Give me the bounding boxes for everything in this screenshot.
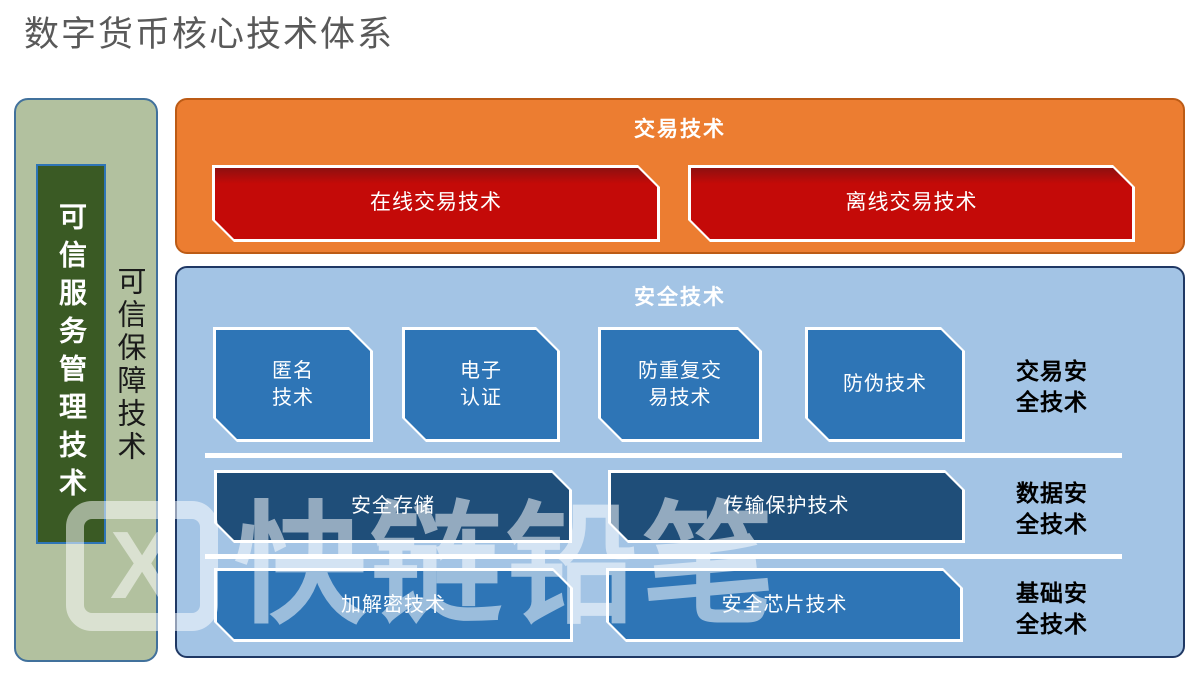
anti-counterfeit-shape: 防伪技术 [805,327,965,442]
divider-1 [205,453,1122,458]
transaction-tech-title: 交易技术 [634,118,726,141]
encryption-decryption-label: 加解密技术 [341,593,446,616]
offline-transaction-tech-shape: 离线交易技术 [688,165,1135,242]
anti-double-spend-shape: 防重复交 易技术 [598,327,762,442]
offline-transaction-tech-label: 离线交易技术 [845,191,978,215]
anonymity-tech-fill: 匿名 技术 [216,330,370,439]
divider-2 [205,554,1122,559]
secure-storage-shape: 安全存储 [214,470,572,543]
transmission-protection-label: 传输保护技术 [723,495,850,517]
secure-storage-fill: 安全存储 [217,473,569,540]
security-tech-panel: 安全技术 匿名 技术 电子 认证 防重复交 易技术 防伪技术 交易安 全技术 [175,266,1185,658]
data-security-label: 数据安 全技术 [1016,480,1088,538]
trusted-service-management-box: 可信服务管理技术 [36,164,106,544]
encryption-decryption-shape: 加解密技术 [214,568,573,642]
e-authentication-label: 电子 认证 [460,359,502,409]
secure-chip-fill: 安全芯片技术 [609,571,960,639]
e-authentication-shape: 电子 认证 [402,327,560,442]
trusted-assurance-panel: 可信服务管理技术 可信保障技术 [14,98,158,662]
transmission-protection-fill: 传输保护技术 [611,473,962,540]
secure-storage-label: 安全存储 [351,495,435,517]
anonymity-tech-label: 匿名 技术 [272,359,314,409]
security-tech-title: 安全技术 [634,286,726,309]
transaction-tech-panel: 交易技术 在线交易技术 离线交易技术 [175,98,1185,254]
anti-double-spend-label: 防重复交 易技术 [638,359,722,409]
online-transaction-tech-shape: 在线交易技术 [212,165,660,242]
transaction-security-label: 交易安 全技术 [1016,358,1088,416]
trusted-service-management-label: 可信服务管理技术 [56,202,87,506]
anti-counterfeit-label: 防伪技术 [843,373,927,395]
trusted-assurance-label: 可信保障技术 [113,266,145,464]
page-title: 数字货币核心技术体系 [24,15,395,54]
anti-double-spend-fill: 防重复交 易技术 [601,330,759,439]
online-transaction-tech-fill: 在线交易技术 [215,168,657,239]
anonymity-tech-shape: 匿名 技术 [213,327,373,442]
encryption-decryption-fill: 加解密技术 [217,571,570,639]
offline-transaction-tech-fill: 离线交易技术 [691,168,1132,239]
secure-chip-label: 安全芯片技术 [721,593,848,616]
e-authentication-fill: 电子 认证 [405,330,557,439]
secure-chip-shape: 安全芯片技术 [606,568,963,642]
transmission-protection-shape: 传输保护技术 [608,470,965,543]
online-transaction-tech-label: 在线交易技术 [370,191,502,215]
basic-security-label: 基础安 全技术 [1016,580,1088,638]
anti-counterfeit-fill: 防伪技术 [808,330,962,439]
